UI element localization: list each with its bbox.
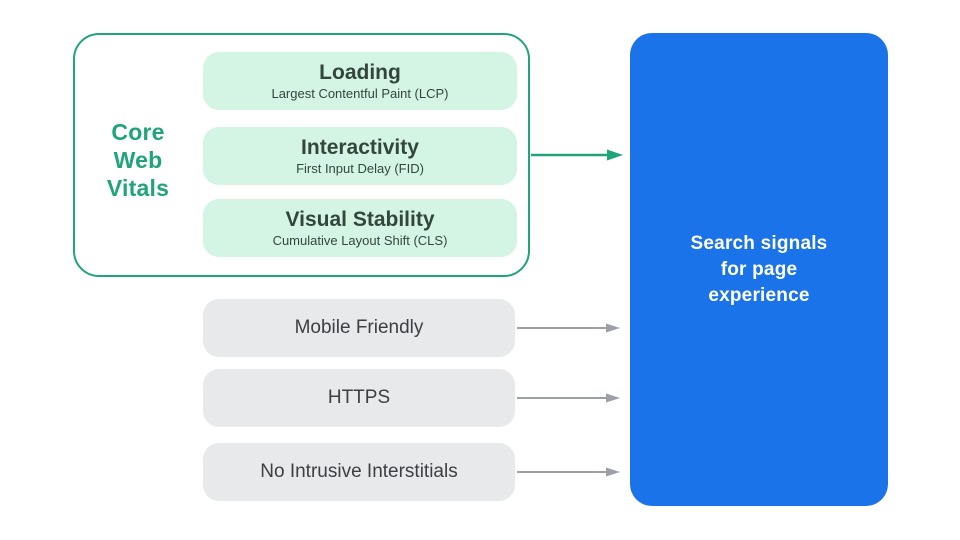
vital-subtitle-fid: First Input Delay (FID) [296,161,424,176]
vital-box-interactivity: Interactivity First Input Delay (FID) [203,127,517,185]
arrow-https-icon [517,393,620,403]
signal-label-https: HTTPS [327,387,391,408]
arrow-mobile-friendly-icon [517,323,620,333]
vital-box-visual-stability: Visual Stability Cumulative Layout Shift… [203,199,517,257]
vital-title-visual-stability: Visual Stability [285,208,435,231]
arrow-no-intrusive-interstitials-icon [517,467,620,477]
signal-box-https: HTTPS [203,369,515,427]
arrow-core-web-vitals-icon [531,149,623,161]
signal-label-mobile-friendly: Mobile Friendly [294,317,424,338]
core-web-vitals-label: Core Web Vitals [106,119,170,201]
vital-subtitle-cls: Cumulative Layout Shift (CLS) [272,233,448,248]
vital-title-interactivity: Interactivity [301,136,419,159]
vital-title-loading: Loading [319,61,401,84]
signal-label-no-intrusive-interstitials: No Intrusive Interstitials [260,461,458,482]
signal-box-mobile-friendly: Mobile Friendly [203,299,515,357]
vital-box-loading: Loading Largest Contentful Paint (LCP) [203,52,517,110]
signal-box-no-intrusive-interstitials: No Intrusive Interstitials [203,443,515,501]
vital-subtitle-lcp: Largest Contentful Paint (LCP) [271,86,449,101]
search-signals-panel: Search signals for page experience [630,33,888,506]
search-signals-label: Search signals for page experience [690,232,828,306]
